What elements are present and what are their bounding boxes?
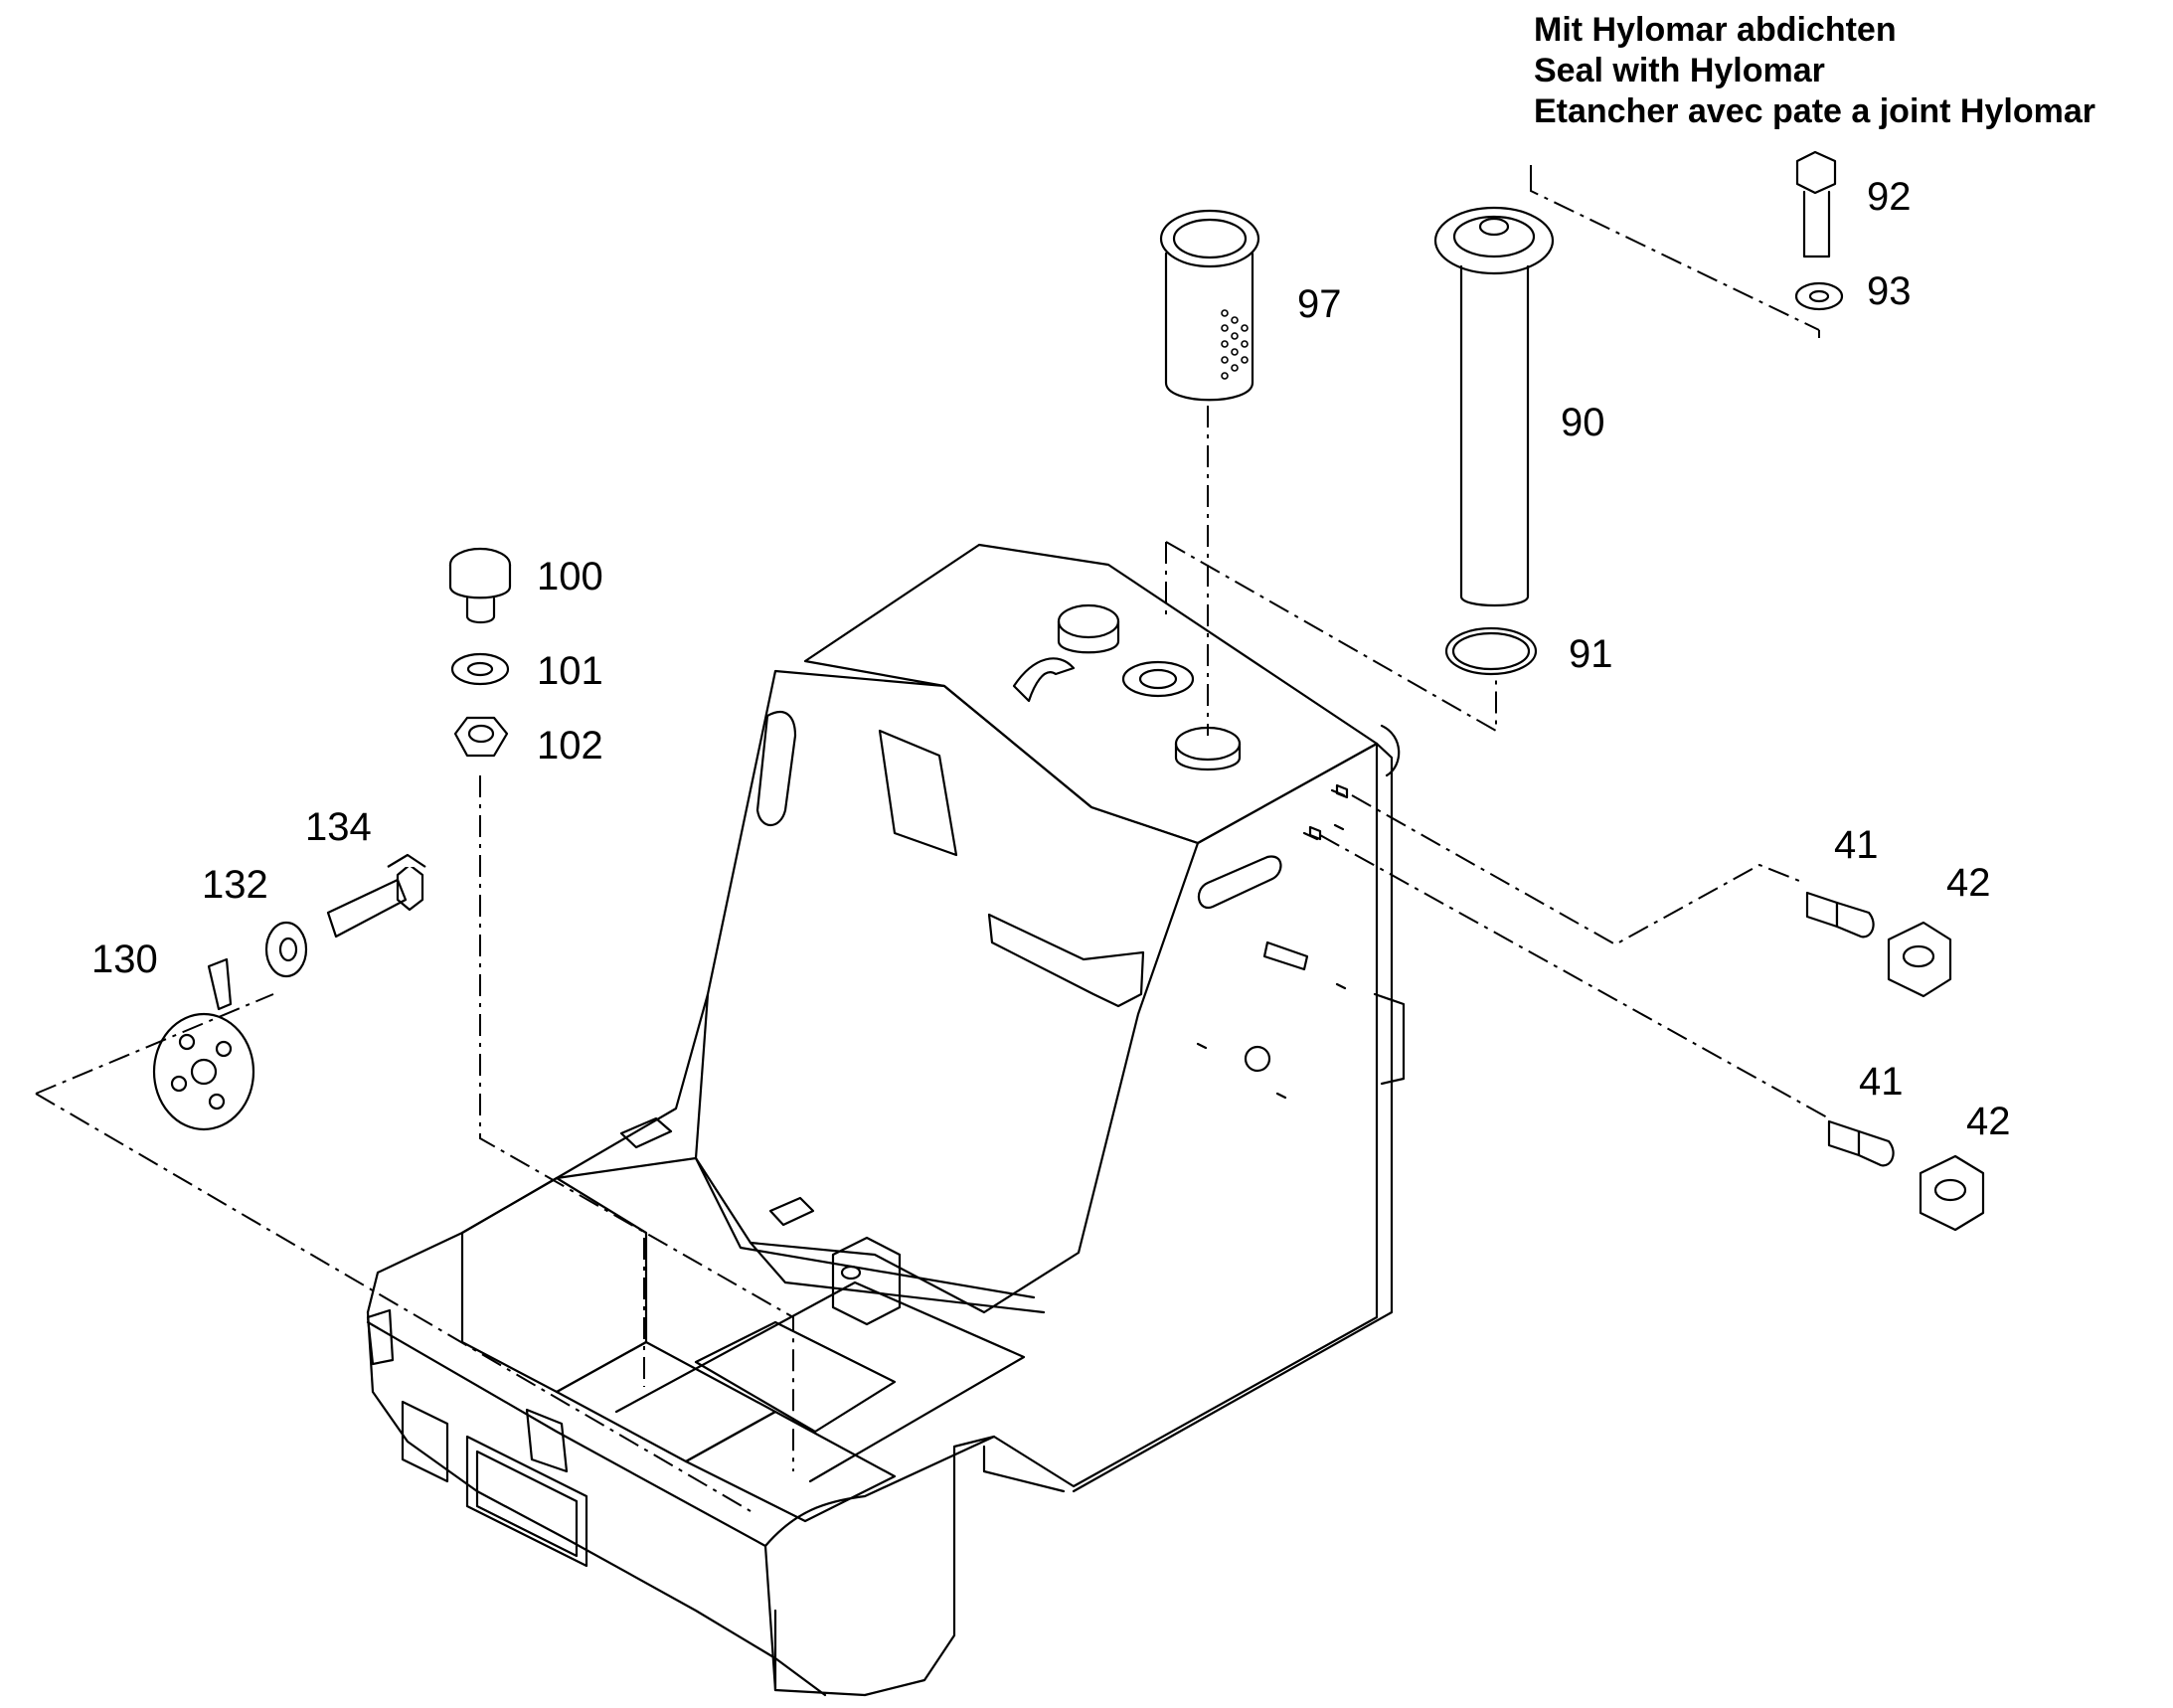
part-102-nut	[453, 716, 509, 758]
note-line-de: Mit Hylomar abdichten	[1534, 11, 1897, 49]
callout-130: 130	[91, 938, 158, 981]
part-42-nut-upper	[1887, 921, 1952, 998]
part-93-washer	[1794, 281, 1844, 311]
callout-42-upper: 42	[1946, 861, 1991, 905]
callout-41-lower: 41	[1859, 1060, 1904, 1104]
part-101-washer	[450, 652, 510, 686]
callout-132: 132	[202, 863, 268, 907]
callout-41-upper: 41	[1834, 823, 1879, 867]
sealing-note: Mit Hylomar abdichten Seal with Hylomar …	[1534, 10, 2095, 132]
part-91-o-ring	[1444, 626, 1538, 676]
callout-134: 134	[305, 805, 372, 849]
note-line-en: Seal with Hylomar	[1534, 52, 1825, 89]
callout-97: 97	[1297, 282, 1342, 326]
part-132-washer	[264, 921, 308, 978]
part-90-level-sender	[1433, 206, 1555, 607]
part-41-fitting-upper	[1805, 891, 1875, 939]
part-92-bolt	[1795, 150, 1837, 258]
callout-92: 92	[1867, 175, 1912, 219]
callout-102: 102	[537, 724, 603, 768]
assembly-lines	[35, 165, 1830, 1512]
callout-90: 90	[1561, 401, 1605, 444]
callout-91: 91	[1569, 632, 1613, 676]
part-41-fitting-lower	[1827, 1119, 1895, 1167]
part-42-nut-lower	[1919, 1154, 1985, 1232]
callout-101: 101	[537, 649, 603, 693]
part-97-strainer	[1159, 209, 1260, 402]
part-100-plug	[448, 547, 512, 624]
note-line-fr: Etancher avec pate a joint Hylomar	[1534, 92, 2095, 130]
callout-42-lower: 42	[1966, 1100, 2011, 1143]
part-134-bolt	[326, 853, 426, 939]
part-130-horn	[152, 957, 255, 1131]
callout-100: 100	[537, 555, 603, 598]
tank-body	[366, 543, 1406, 1697]
callout-93: 93	[1867, 269, 1912, 313]
